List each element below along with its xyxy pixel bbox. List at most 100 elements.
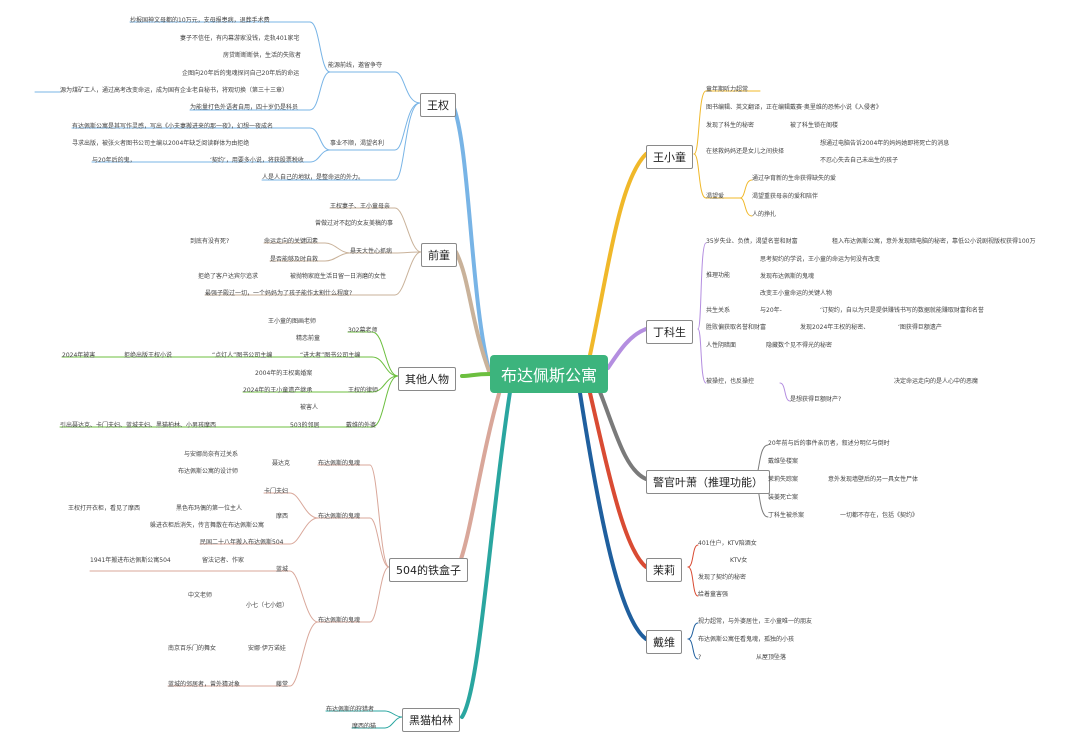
dk-ctrl: 被操控，也反操控	[706, 378, 755, 385]
ot-dian-outer2: 2024年被害	[62, 352, 96, 359]
zt-c5	[269, 252, 351, 262]
root-node[interactable]: 布达佩斯公寓	[490, 355, 608, 393]
wx-item: 图书编辑、英文翻译，正在编辑戴赛·奥里维的恐怖小说《入侵者》	[706, 104, 882, 111]
cat-c2	[351, 716, 403, 729]
ot-teacher-item: 精恋前童	[296, 335, 321, 342]
wx-tangle-item: 不忍心失去自己未出生的孩子	[820, 157, 899, 164]
dk-infer-item: 改变王小童命运的关键人物	[760, 290, 833, 297]
wx-c3	[739, 179, 753, 199]
b504-g2-kamen: 卡门夫妇	[264, 488, 289, 495]
ml-item: KTV女	[730, 557, 748, 564]
ot-c1	[347, 331, 399, 377]
ml-c1	[687, 544, 699, 568]
wq-extra: 人是人自己的地狱，是整命运的外力。	[262, 174, 365, 181]
wq-sub1-item: 企图向20年后的鬼魂探问自己20年后的命运	[182, 70, 300, 77]
b504-g2: 布达佩斯的鬼魂	[318, 513, 361, 520]
dk-ctrl-item: 是想获得巨额财产?	[790, 396, 842, 403]
node-wang-xiaotong[interactable]: 王小童	[646, 145, 693, 169]
ot-dian: “点灯人”图书公司主编	[212, 352, 273, 359]
ot-lawyer: 王权的律师	[348, 387, 379, 394]
zt-item: 最强子殿过一切，一个妈妈为了孩子能作太割什么程度?	[205, 290, 353, 297]
ot-teacher: 302幕老师	[348, 327, 378, 334]
zt-item: 曾做过对不起的女友美稿的事	[315, 220, 394, 227]
dk-c2	[697, 328, 707, 384]
b504-c5	[199, 517, 319, 545]
zt-c3	[204, 251, 422, 296]
b504-g3-lancheng: 蓝城	[276, 566, 289, 573]
wq-item: 源为煤矿工人，通过高考改变命运，成为国有企业老自秘书，将观切换（第三十三章）	[60, 87, 289, 94]
wq-sub2-item: 寻求出版，被张火者图书公司主编以2004年缺乏阅读群体为由拒绝	[72, 140, 250, 147]
b504-g3-xiaoqi: 小七（七小姐）	[246, 602, 289, 609]
node-david[interactable]: 戴维	[646, 630, 682, 654]
branch-david	[578, 391, 648, 641]
ot-tuida: “进大者”图书公司主编	[300, 352, 361, 359]
ml-c2	[687, 566, 699, 597]
b504-g3-lin: 藤堂	[276, 681, 289, 688]
wx-c4	[739, 197, 753, 217]
cat-c1	[325, 710, 403, 718]
b504-g3-anna: 安娜·伊万诺娃	[248, 645, 286, 652]
ot-c4	[59, 375, 399, 428]
wq-c6	[71, 127, 331, 151]
wq-c4	[129, 21, 331, 73]
node-ye-xiao[interactable]: 警官叶萧（推理功能）	[646, 470, 770, 494]
wx-want-item: 渴望重获母亲的爱和陪伴	[752, 193, 819, 200]
ot-dian-outer: 拒绝出版王权小说	[124, 352, 173, 359]
wx-want: 渴望爱	[706, 193, 725, 200]
wq-sub1-item: 房贷断断断供，生活的失败者	[223, 52, 302, 59]
wx-want-item: 通过孕育新的生命获得缺失的爱	[752, 175, 837, 182]
branch-zhan-tong	[454, 250, 492, 376]
node-other-characters[interactable]: 其他人物	[398, 367, 456, 391]
ml-item: 发现了契约的秘密	[698, 574, 747, 581]
node-moli[interactable]: 茉莉	[646, 558, 682, 582]
b504-g3: 布达佩斯的鬼魂	[318, 617, 361, 624]
zt-item: 被抛物家庭生活日留一日消磨的女性	[290, 273, 387, 280]
dk-gong-child2: ‘订契约，自以为只是提供赚钱书写的数据就能赚取财富和名誉	[820, 307, 984, 314]
zt-c2	[349, 251, 422, 254]
yx-item: 装姜死亡案	[768, 494, 799, 501]
b504-c4	[263, 492, 319, 519]
ot-lawyer-item: 2024年的王小童遗产继承	[243, 387, 313, 394]
dk-gong-child: 与20年-	[760, 307, 782, 314]
b504-c1	[317, 464, 390, 568]
wx-secret-child: 被了科生锁在阁楼	[790, 122, 839, 129]
wx-tangle: 在拯救妈妈还是女儿之间抉择	[706, 148, 785, 155]
wq-c1	[329, 71, 421, 104]
b504-g1: 布达佩斯的鬼魂	[318, 460, 361, 467]
b504-g2-item: 黑色布玛偶的第一位主人	[176, 505, 243, 512]
node-504-box[interactable]: 504的铁盒子	[389, 558, 468, 582]
ml-item: 401住户，KTV陪酒女	[698, 540, 757, 547]
yx-moli-child: 意外发现墙壁后的另一具女性尸体	[828, 476, 919, 483]
wq-sub2-item: ‘契约’，用要多小说，将获股票税收	[210, 157, 304, 164]
wq-sub2-item: 与20年后的鬼，	[92, 157, 136, 164]
b504-g2-moxi: 摩西	[276, 513, 289, 520]
b504-g3-anna-outer: 南京百乐门的舞女	[168, 645, 217, 652]
b504-g2-item: 躲进衣柜后消失，传言舞散在布达佩斯公寓	[150, 522, 265, 529]
zt-sub-outer: 到底有没有死?	[190, 238, 230, 245]
cat-item: 摩西的猫	[352, 723, 377, 730]
cat-item: 布达佩斯的狩猎者	[326, 706, 375, 713]
node-black-cat[interactable]: 黑猫柏林	[402, 708, 460, 732]
wq-item: 为能量打色外语者自用，四十岁仍是科员	[190, 104, 299, 111]
branch-wang-xiaotong	[588, 152, 648, 357]
jt-item: 视力超常，与外婆居住，王小童唯一的朋友	[698, 618, 813, 625]
wq-c2	[329, 102, 421, 151]
node-ding-kesheng[interactable]: 丁科生	[646, 320, 693, 344]
ot-c2	[61, 356, 399, 377]
yx-item: 20年前与后的事件亲历者，叙述分明亿与倒时	[768, 440, 890, 447]
branch-cat	[460, 390, 512, 719]
wx-c1	[693, 90, 761, 155]
node-wang-quan[interactable]: 王权	[420, 93, 456, 117]
node-zhan-tong[interactable]: 前童	[421, 243, 457, 267]
ot-teacher-item: 王小童的图画老师	[268, 318, 317, 325]
zt-item: 王权妻子、王小童母亲	[330, 203, 391, 210]
ot-neighbor-child: 戴维的外婆	[346, 422, 377, 429]
ot-c3	[242, 375, 399, 393]
yx-item: 丁科生被杀案	[768, 512, 805, 519]
dk-gift-child2: ‘图获得巨额遗产	[898, 324, 942, 331]
yx-ding-child: 一切都不存在，包括《契约》	[840, 512, 919, 519]
b504-g3-lancheng-item: 留法记者、作家	[202, 557, 245, 564]
wx-c2	[693, 153, 741, 199]
ot-lawyer-item: 被害人	[300, 404, 319, 411]
